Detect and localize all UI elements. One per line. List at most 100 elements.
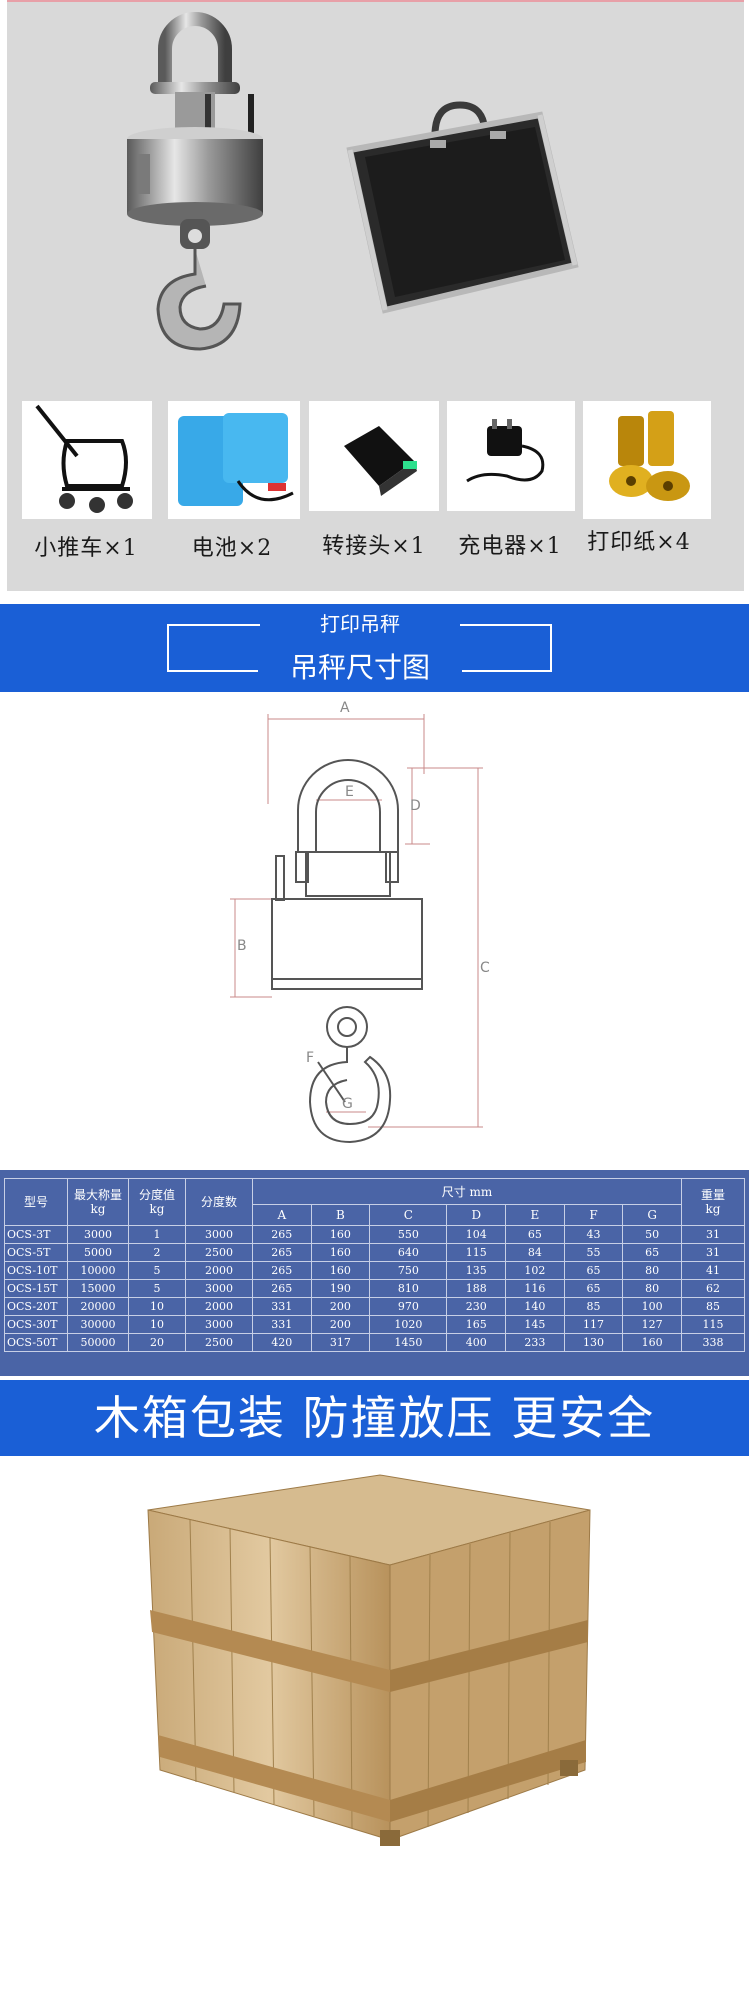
charger-icon <box>466 419 545 483</box>
diagram-label-g: G <box>342 1096 353 1112</box>
cell-weight: 31 <box>681 1225 745 1244</box>
cell-dim-e: 116 <box>505 1279 565 1298</box>
cell-dim-b: 160 <box>310 1225 371 1244</box>
header-dim-f: F <box>563 1204 624 1226</box>
header-max-capacity-unit: kg <box>90 1202 106 1216</box>
adapter-thumb <box>309 401 439 511</box>
accessory-label-adapter: 转接头×1 <box>322 534 426 559</box>
cell-dim-g: 80 <box>622 1261 682 1280</box>
cell-model: OCS-20T <box>4 1297 68 1316</box>
cell-weight: 338 <box>681 1333 745 1352</box>
cell-dim-b: 200 <box>310 1315 371 1334</box>
header-weight: 重量 kg <box>681 1178 745 1226</box>
cell-dim-g: 127 <box>622 1315 682 1334</box>
cell-weight: 62 <box>681 1279 745 1298</box>
cell-model: OCS-10T <box>4 1261 68 1280</box>
cell-dim-b: 160 <box>310 1261 371 1280</box>
cell-dim-g: 160 <box>622 1333 682 1352</box>
cell-capacity: 10000 <box>67 1261 129 1280</box>
diagram-label-f: F <box>306 1050 314 1066</box>
diagram-label-b: B <box>237 938 247 954</box>
spec-table: 型号 最大称量 kg 分度值 kg 分度数 尺寸 mm 重量 kg A B C … <box>4 1177 745 1352</box>
paper-roll-icon <box>609 411 690 501</box>
cell-division: 2 <box>128 1243 186 1262</box>
header-divisions: 分度数 <box>185 1178 253 1226</box>
cell-dim-e: 65 <box>505 1225 565 1244</box>
header-max-capacity-label: 最大称量 <box>73 1188 122 1202</box>
header-dim-e: E <box>505 1204 565 1226</box>
accessory-label-paper: 打印纸×4 <box>587 530 691 555</box>
cell-dim-g: 50 <box>622 1225 682 1244</box>
diagram-label-e: E <box>345 784 354 800</box>
header-dim-d: D <box>446 1204 507 1226</box>
cell-dim-d: 230 <box>446 1297 507 1316</box>
cell-weight: 41 <box>681 1261 745 1280</box>
wooden-crate-icon <box>147 1474 591 1846</box>
cell-weight: 115 <box>681 1315 745 1334</box>
cell-divisions: 2000 <box>185 1261 253 1280</box>
cell-model: OCS-50T <box>4 1333 68 1352</box>
cell-dim-e: 140 <box>505 1297 565 1316</box>
cell-dim-e: 84 <box>505 1243 565 1262</box>
carry-case-icon <box>346 101 579 314</box>
crane-scale-icon <box>127 12 263 351</box>
table-header-row: 型号 最大称量 kg 分度值 kg 分度数 尺寸 mm 重量 kg <box>4 1177 745 1226</box>
cell-dim-d: 135 <box>446 1261 507 1280</box>
cell-dim-d: 400 <box>446 1333 507 1352</box>
cell-divisions: 2500 <box>185 1243 253 1262</box>
trolley-thumb <box>22 401 152 519</box>
cell-dim-g: 100 <box>622 1297 682 1316</box>
header-dimensions: 尺寸 mm <box>252 1177 682 1206</box>
cell-dim-f: 55 <box>563 1243 624 1262</box>
dimension-diagram: A B C D E F G <box>230 700 490 1144</box>
cell-division: 20 <box>128 1333 186 1352</box>
cell-model: OCS-30T <box>4 1315 68 1334</box>
accessory-label-battery: 电池×2 <box>191 536 273 561</box>
cell-dim-c: 640 <box>369 1243 448 1262</box>
cell-divisions: 2500 <box>185 1333 253 1352</box>
cell-divisions: 3000 <box>185 1225 253 1244</box>
header-division-unit: kg <box>149 1202 165 1216</box>
paper-roll-thumb <box>583 401 711 519</box>
cell-dim-c: 1450 <box>369 1333 448 1352</box>
accessory-label-trolley: 小推车×1 <box>34 536 138 561</box>
cell-dim-c: 810 <box>369 1279 448 1298</box>
banner-title: 木箱包装 防撞放压 更安全 <box>93 1391 656 1445</box>
cell-dim-d: 115 <box>446 1243 507 1262</box>
diagram-label-a: A <box>340 700 350 716</box>
cell-dim-b: 317 <box>310 1333 371 1352</box>
cell-dim-d: 104 <box>446 1225 507 1244</box>
cell-dim-d: 188 <box>446 1279 507 1298</box>
cell-dim-c: 970 <box>369 1297 448 1316</box>
cell-capacity: 20000 <box>67 1297 129 1316</box>
header-dim-c: C <box>369 1204 448 1226</box>
adapter-icon <box>344 426 417 496</box>
cell-dim-g: 65 <box>622 1243 682 1262</box>
header-model: 型号 <box>4 1178 68 1226</box>
header-division-label: 分度值 <box>138 1188 175 1202</box>
cell-weight: 85 <box>681 1297 745 1316</box>
cell-dim-b: 190 <box>310 1279 371 1298</box>
cell-division: 5 <box>128 1279 186 1298</box>
cell-dim-f: 65 <box>563 1279 624 1298</box>
cell-dim-a: 265 <box>252 1279 312 1298</box>
cell-divisions: 3000 <box>185 1315 253 1334</box>
accessory-label-charger: 充电器×1 <box>458 534 562 559</box>
charger-thumb <box>447 401 575 511</box>
cell-weight: 31 <box>681 1243 745 1262</box>
header-division: 分度值 kg <box>128 1178 186 1226</box>
cell-model: OCS-5T <box>4 1243 68 1262</box>
cell-capacity: 15000 <box>67 1279 129 1298</box>
cell-division: 5 <box>128 1261 186 1280</box>
cell-division: 10 <box>128 1315 186 1334</box>
cell-dim-c: 1020 <box>369 1315 448 1334</box>
header-dim-g: G <box>622 1204 682 1226</box>
header-weight-unit: kg <box>705 1202 721 1216</box>
cell-dim-a: 420 <box>252 1333 312 1352</box>
cell-dim-f: 117 <box>563 1315 624 1334</box>
